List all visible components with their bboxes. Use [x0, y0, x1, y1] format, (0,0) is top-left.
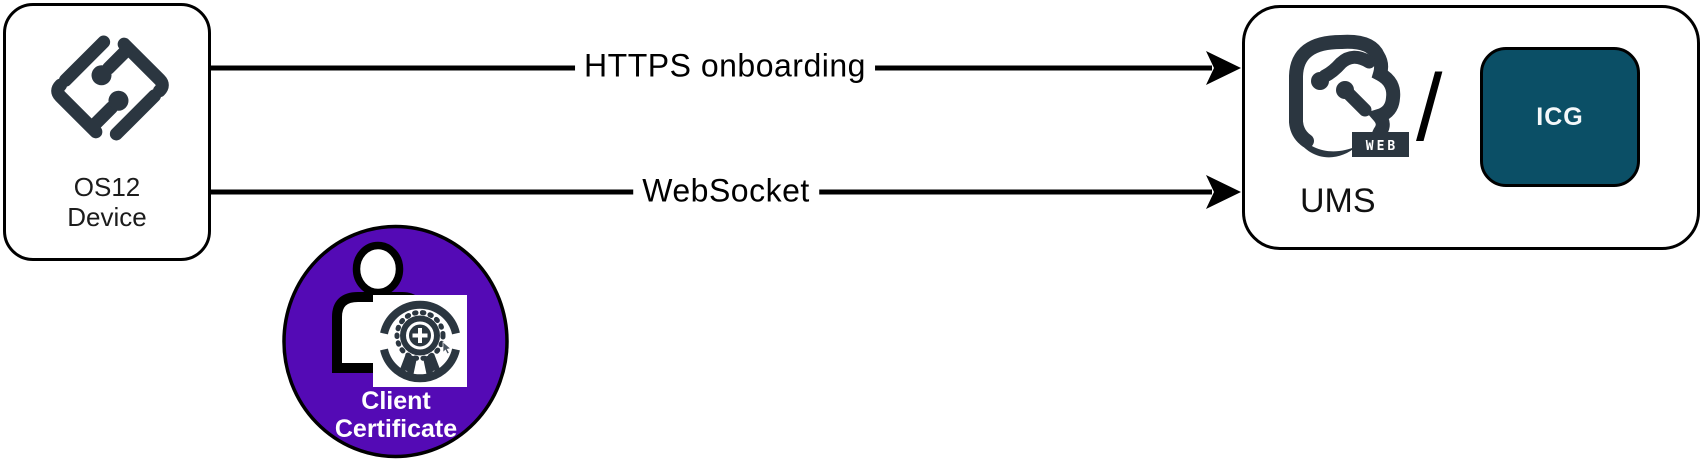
- connection-label-websocket: WebSocket: [633, 172, 819, 210]
- device-label-line1: OS12: [73, 172, 141, 202]
- web-badge-label: WEB: [1366, 139, 1398, 154]
- device-label-line2: Device: [67, 202, 147, 232]
- certificate-label-line1: Client: [361, 387, 431, 415]
- mouse-cursor-icon: [442, 341, 452, 355]
- igel-ums-web-logo-icon: WEB: [1289, 34, 1409, 158]
- certificate-label: Client Certificate: [280, 387, 512, 443]
- certificate-seal-icon: [380, 300, 460, 383]
- slash-separator: /: [1416, 55, 1443, 161]
- web-badge: WEB: [1352, 132, 1409, 157]
- ums-label: UMS: [1300, 182, 1376, 220]
- certificate-label-line2: Certificate: [334, 414, 458, 443]
- client-certificate-icon: [282, 224, 509, 459]
- igel-os-logo-icon: [51, 35, 169, 141]
- icg-label: ICG: [1536, 102, 1584, 131]
- connection-label-https: HTTPS onboarding: [575, 47, 875, 85]
- icg-node: ICG: [1480, 47, 1640, 187]
- device-label: OS12 Device: [6, 172, 208, 232]
